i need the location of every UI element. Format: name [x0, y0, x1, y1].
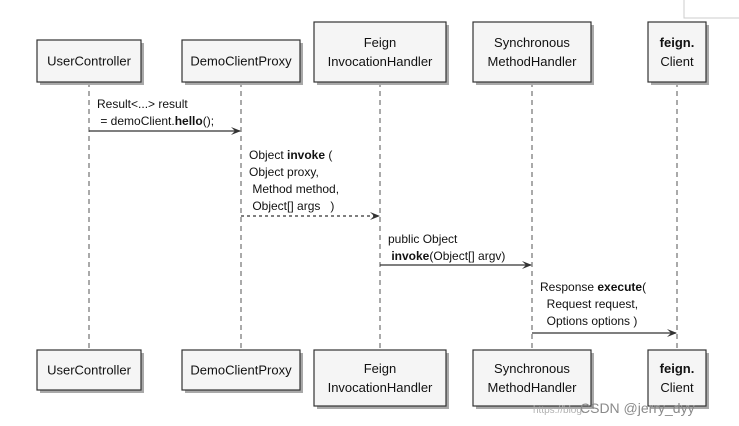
watermark: https://blog. CSDN @jerry_dyy: [533, 400, 695, 416]
participant-box: [313, 349, 447, 407]
participant-label: Client: [660, 54, 694, 69]
participant-box: [313, 21, 447, 83]
message-text-segment: Object[] args ): [249, 199, 334, 213]
participant-label: feign.: [660, 35, 695, 50]
messages: Result<...> result = demoClient.hello();…: [89, 97, 677, 337]
participant-box: [36, 39, 142, 83]
msg-public-invoke: public Object invoke(Object[] argv): [380, 232, 532, 269]
participants-bottom: UserController DemoClientProxy FeignInvoca…: [36, 349, 709, 409]
message-arrowhead: [667, 329, 677, 337]
watermark-prefix: https://blog.: [533, 405, 585, 416]
participant-feign-client-top: feign. Client: [647, 21, 709, 85]
msg-hello: Result<...> result = demoClient.hello();: [89, 97, 241, 135]
participant-label: DemoClientProxy: [190, 54, 292, 69]
participant-label: MethodHandler: [488, 380, 578, 395]
message-text-segment: invoke: [287, 148, 325, 162]
participant-box: [647, 349, 707, 407]
participant-demo-client-proxy-top: DemoClientProxy: [181, 39, 303, 85]
participant-label: MethodHandler: [488, 54, 578, 69]
participant-demo-client-proxy-bottom: DemoClientProxy: [181, 349, 303, 393]
participant-user-controller-bottom: UserController: [36, 349, 144, 393]
message-text-segment: execute: [597, 280, 642, 294]
message-text-segment: ();: [203, 114, 214, 128]
frame-corner: [683, 0, 739, 19]
message-text-segment: Options options ): [540, 314, 637, 328]
participant-user-controller-top: UserController: [36, 39, 144, 85]
message-text-segment: Response: [540, 280, 597, 294]
message-text-segment: Result<...> result: [97, 97, 188, 111]
message-text-segment: invoke: [391, 249, 429, 263]
participant-label: Feign: [364, 35, 397, 50]
message-text-segment: Object proxy,: [249, 165, 319, 179]
message-text-segment: (Object[] argv): [429, 249, 505, 263]
participants-top: UserController DemoClientProxy FeignInvoca…: [36, 21, 709, 85]
message-text-segment: (: [325, 148, 332, 162]
participant-box: [647, 21, 707, 83]
message-text-segment: Method method,: [249, 182, 339, 196]
message-text-segment: Object: [249, 148, 287, 162]
participant-box: [472, 349, 592, 407]
participant-box: [472, 21, 592, 83]
msg-invoke: Object invoke ( Object proxy, Method meth…: [241, 148, 380, 220]
message-arrowhead: [231, 127, 241, 135]
message-text-segment: (: [642, 280, 646, 294]
message-arrowhead: [370, 212, 380, 220]
message-text-segment: = demoClient.: [97, 114, 175, 128]
participant-label: DemoClientProxy: [190, 363, 292, 378]
participant-label: Synchronous: [494, 361, 570, 376]
message-text-segment: Request request,: [540, 297, 638, 311]
participant-feign-client-bottom: feign. Client: [647, 349, 709, 409]
message-text-segment: hello: [175, 114, 203, 128]
participant-label: Synchronous: [494, 35, 570, 50]
participant-label: UserController: [47, 54, 131, 69]
message-text-segment: public Object: [388, 232, 458, 246]
participant-label: UserController: [47, 363, 131, 378]
participant-box: [181, 39, 301, 83]
participant-box: [181, 349, 301, 391]
participant-label: InvocationHandler: [328, 54, 433, 69]
watermark-text: CSDN @jerry_dyy: [580, 400, 695, 416]
msg-execute: Response execute( Request request, Optio…: [532, 280, 677, 337]
participant-label: feign.: [660, 361, 695, 376]
participant-label: Client: [660, 380, 694, 395]
message-label: public Object invoke(Object[] argv): [388, 232, 505, 263]
message-arrowhead: [522, 261, 532, 269]
message-label: Result<...> result = demoClient.hello();: [97, 97, 214, 128]
participant-label: InvocationHandler: [328, 380, 433, 395]
participant-box: [36, 349, 142, 391]
message-label: Object invoke ( Object proxy, Method meth…: [249, 148, 339, 213]
participant-label: Feign: [364, 361, 397, 376]
message-label: Response execute( Request request, Optio…: [540, 280, 646, 328]
